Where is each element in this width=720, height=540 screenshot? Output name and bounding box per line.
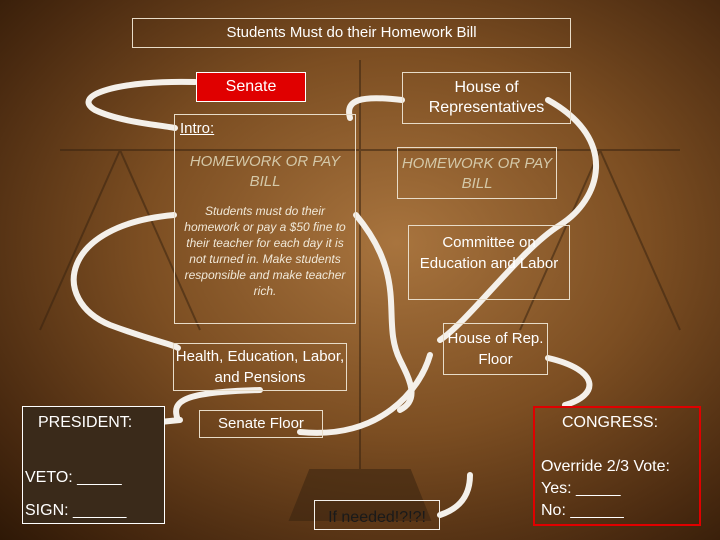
congress-label: CONGRESS: xyxy=(562,414,659,431)
veto-line: VETO: _____ xyxy=(25,469,122,486)
senate-committee-label: Health, Education, Labor, and Pensions xyxy=(175,348,345,386)
house-header: House of Representatives xyxy=(402,72,571,124)
senate-bill-name: HOMEWORK OR PAY BILL xyxy=(189,153,341,190)
house-floor-box: House of Rep. Floor xyxy=(443,323,548,375)
if-needed-label: If needed!?!?! xyxy=(328,509,426,526)
senate-header: Senate xyxy=(196,72,306,102)
senate-label: Senate xyxy=(225,78,277,95)
if-needed-box: If needed!?!?! xyxy=(314,500,440,530)
scale-of-justice-icon xyxy=(39,60,681,521)
president-label: PRESIDENT: xyxy=(38,414,133,431)
house-committee-box: Committee on Education and Labor xyxy=(408,225,570,300)
president-box xyxy=(22,406,165,524)
house-committee-label: Committee on Education and Labor xyxy=(419,234,559,272)
bill-description: Students must do their homework or pay a… xyxy=(184,204,346,298)
senate-floor-box: Senate Floor xyxy=(199,410,323,438)
congress-box xyxy=(533,406,701,526)
house-bill-name: HOMEWORK OR PAY BILL xyxy=(401,155,553,192)
no-line: No: ______ xyxy=(541,502,624,519)
house-bill-box: HOMEWORK OR PAY BILL xyxy=(397,147,557,199)
senate-committee-box: Health, Education, Labor, and Pensions xyxy=(173,343,347,391)
override-line: Override 2/3 Vote: xyxy=(541,458,670,475)
house-label: House of Representatives xyxy=(428,79,545,116)
house-floor-label: House of Rep. Floor xyxy=(447,330,544,368)
sign-line: SIGN: ______ xyxy=(25,502,127,519)
senate-intro-box xyxy=(174,114,356,324)
page-title: Students Must do their Homework Bill xyxy=(226,24,477,41)
title-box: Students Must do their Homework Bill xyxy=(132,18,571,48)
intro-label: Intro: xyxy=(180,120,215,137)
yes-line: Yes: _____ xyxy=(541,480,621,497)
senate-floor-label: Senate Floor xyxy=(218,415,304,432)
